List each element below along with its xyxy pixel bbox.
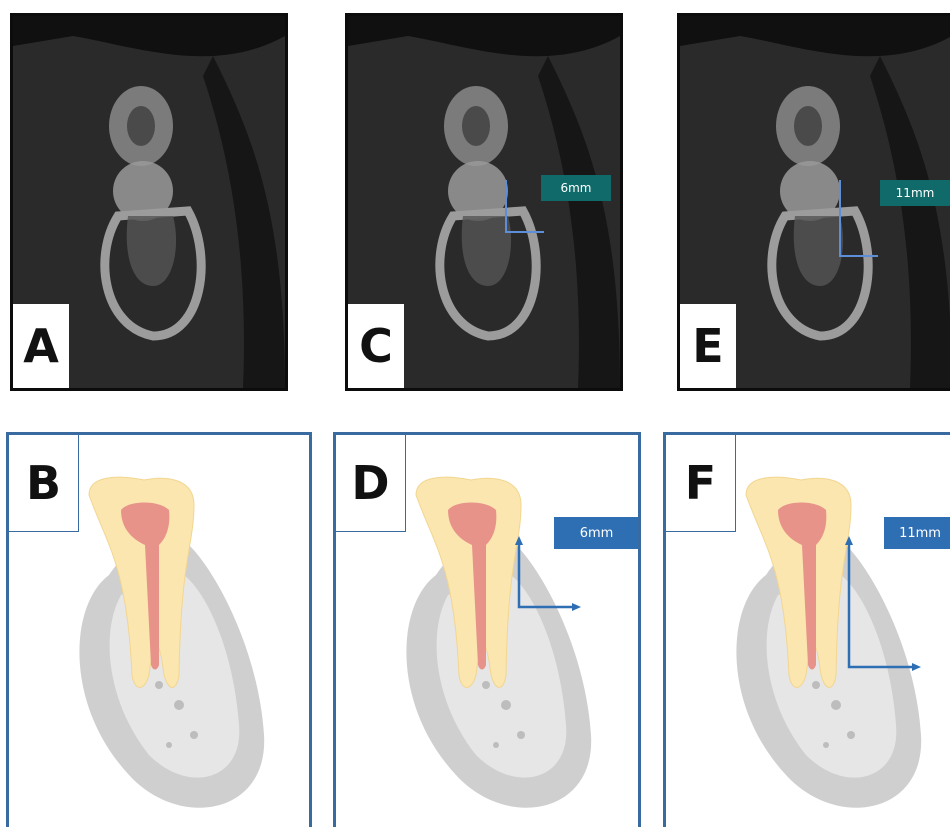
panel-letter: D [336, 435, 406, 532]
schematic-panel-b: B [6, 432, 312, 827]
panel-letter: B [9, 435, 79, 532]
ct-panel-e: 11mm E [677, 13, 950, 391]
panel-letter: C [348, 304, 404, 388]
measurement-label: 6mm [554, 517, 639, 549]
schematic-panel-f: 11mm F [663, 432, 950, 827]
panel-letter: A [13, 304, 69, 388]
measurement-label: 11mm [884, 517, 950, 549]
measurement-label: 6mm [541, 175, 611, 201]
ct-panel-a: A [10, 13, 288, 391]
schematic-panel-d: 6mm D [333, 432, 641, 827]
measurement-label: 11mm [880, 180, 950, 206]
panel-letter: E [680, 304, 736, 388]
panel-letter: F [666, 435, 736, 532]
ct-panel-c: 6mm C [345, 13, 623, 391]
